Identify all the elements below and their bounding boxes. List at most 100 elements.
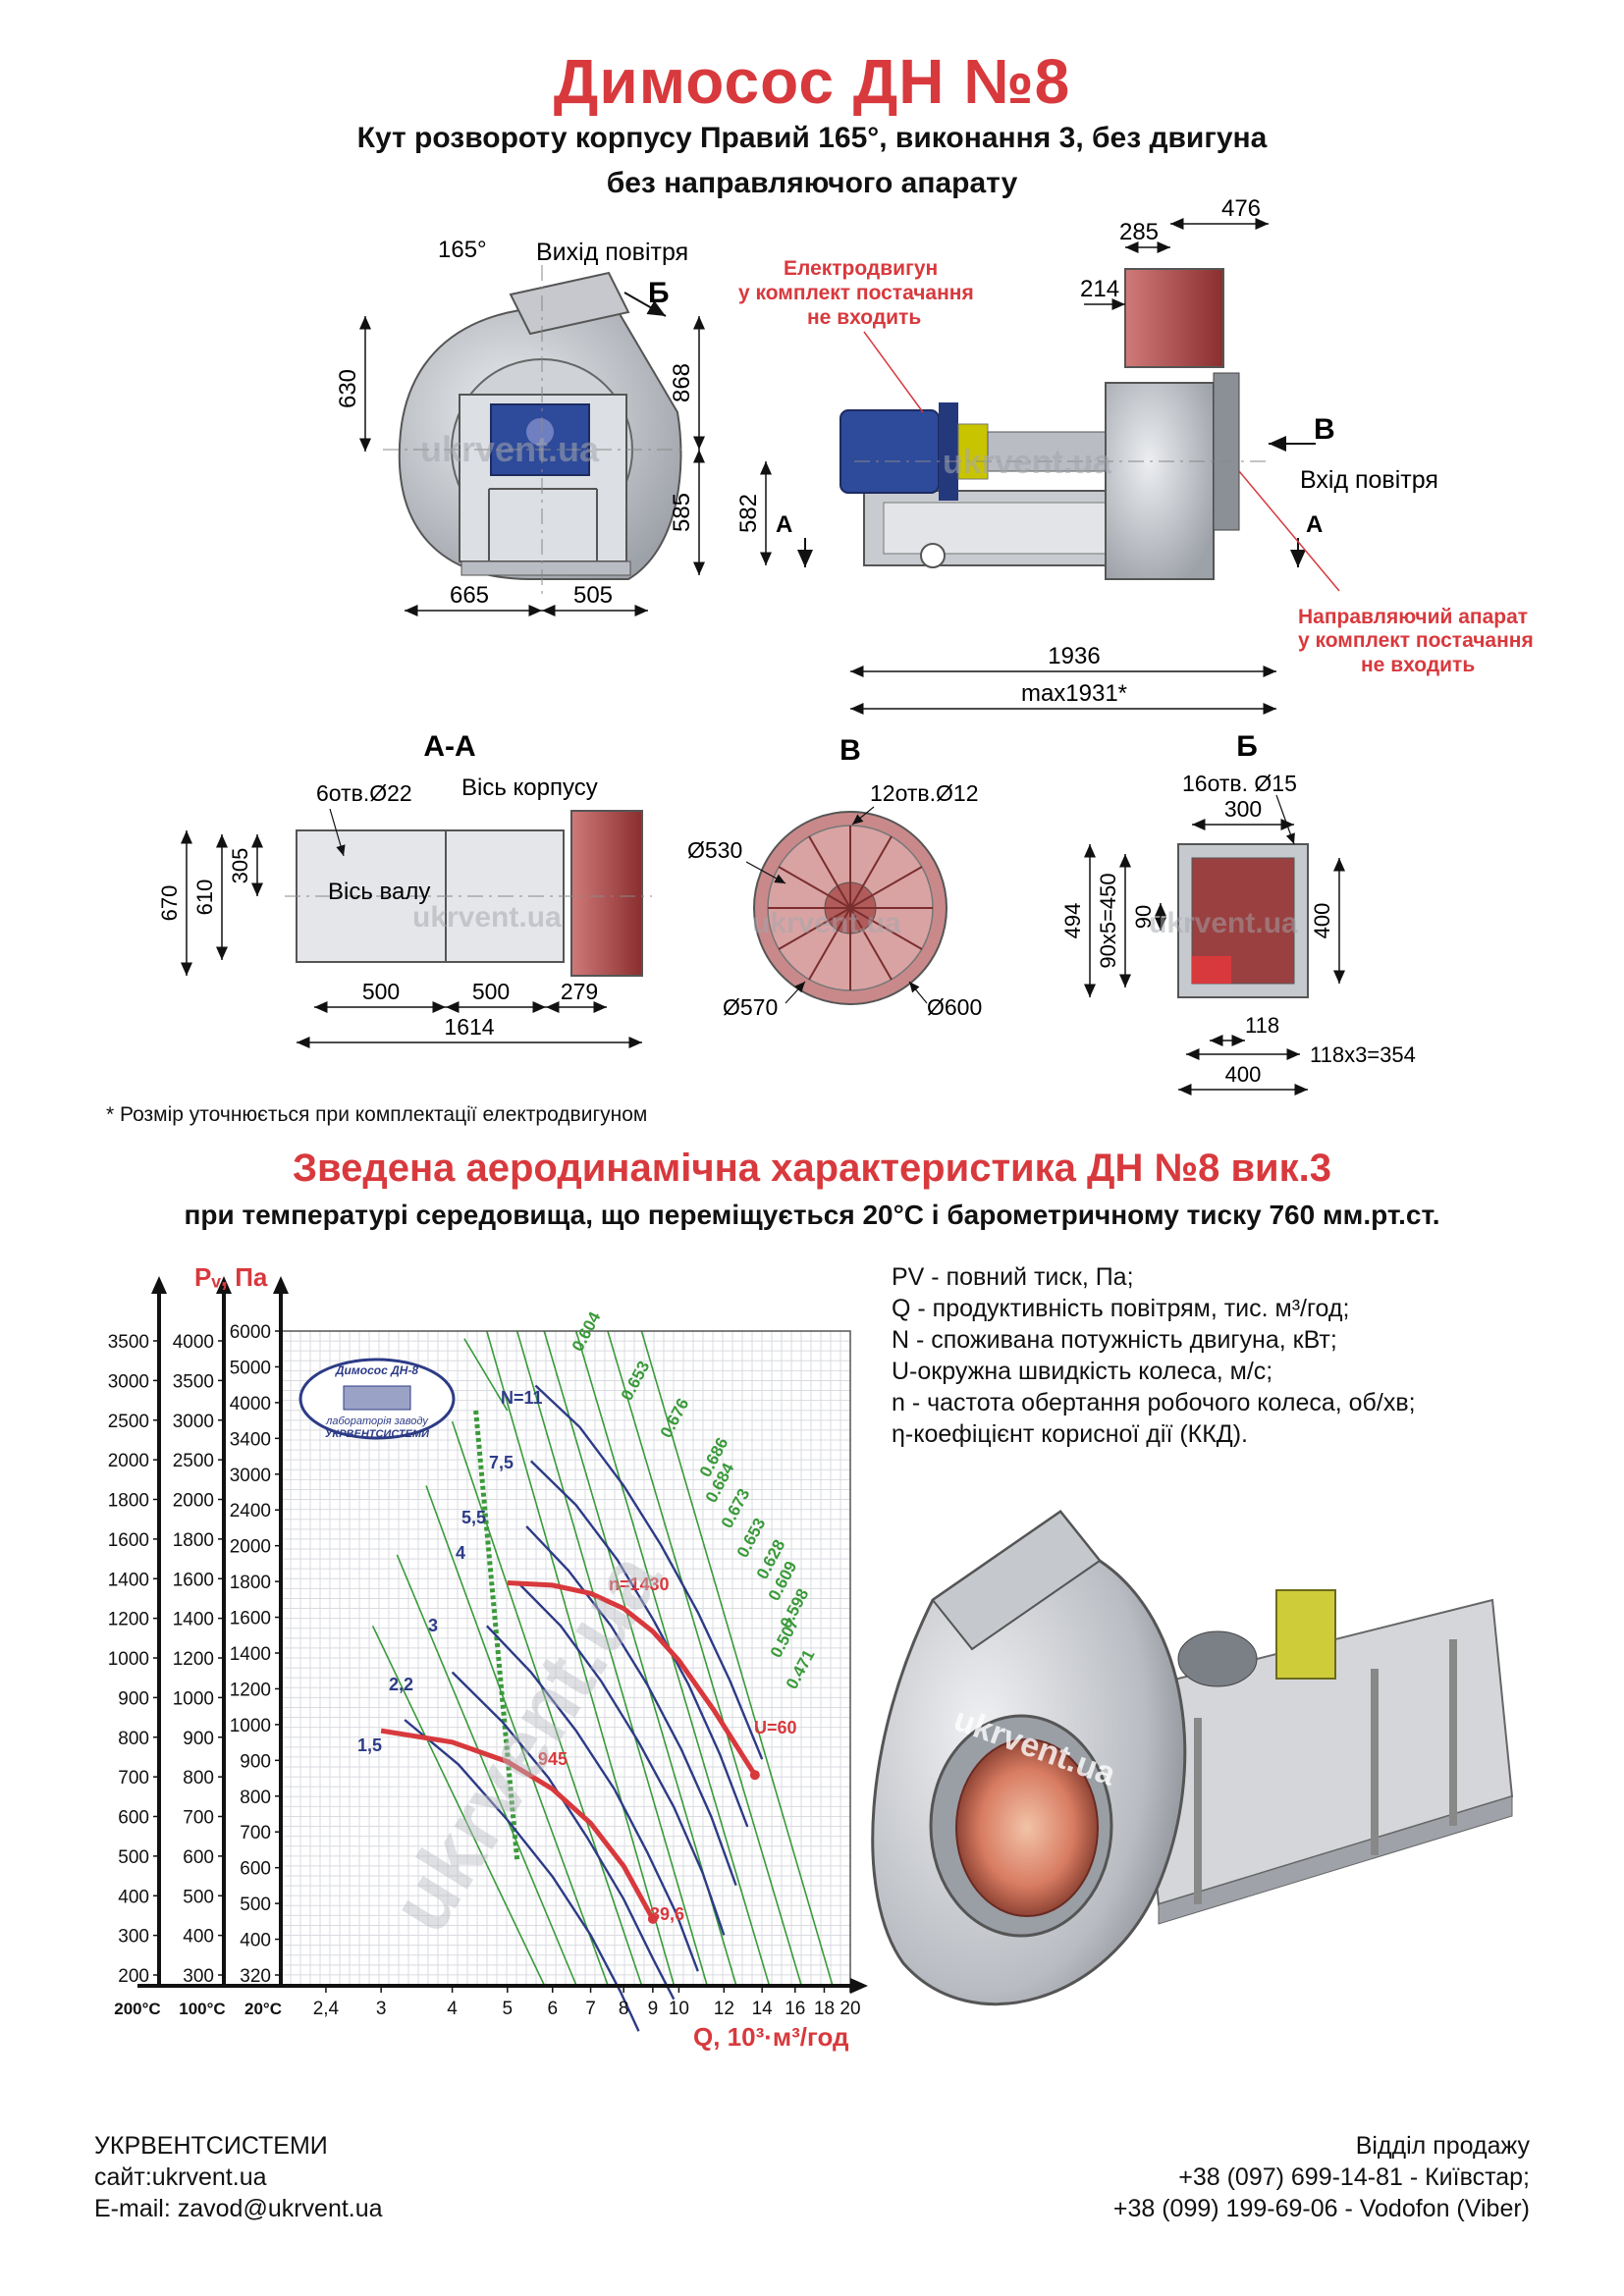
technical-drawings: 165° Вихід повітря Б 630 868 585 665 505…	[157, 195, 1534, 1095]
power-label: 1,5	[357, 1735, 382, 1755]
y-tick-label: 400	[240, 1931, 271, 1951]
y-tick-label: 300	[183, 1966, 214, 1987]
section2-subtitle: при температурі середовища, що переміщує…	[184, 1200, 1440, 1230]
mark-v: В	[1314, 413, 1335, 446]
y-tick-label: 900	[183, 1729, 214, 1749]
speed-curve	[507, 1580, 758, 1777]
sales-phone-2[interactable]: +38 (099) 199-69-06 - Vodofon (Viber)	[1112, 2195, 1530, 2222]
x-tick-label: 18	[814, 1999, 835, 2019]
section-mark-b: Б	[648, 277, 670, 309]
legend-q: Q - продуктивність повітрям, тис. м³/год…	[892, 1295, 1350, 1322]
y-tick-label: 2000	[230, 1537, 271, 1558]
y-tick-label: 800	[240, 1788, 271, 1808]
power-curve	[525, 1525, 737, 1887]
x-tick-label: 3	[376, 1999, 387, 2019]
y-tick-label: 1200	[108, 1610, 149, 1630]
speed-curve-end	[749, 1770, 760, 1781]
speed-curve	[380, 1728, 656, 1921]
footnote: * Розмір уточнюється при комплектації ел…	[106, 1103, 648, 1126]
v-d600: Ø600	[927, 994, 982, 1020]
v-watermark: ukrvent.ua	[752, 907, 901, 939]
power-label: 7,5	[489, 1453, 514, 1472]
dim-868: 868	[669, 363, 695, 402]
y-tick-label: 3400	[230, 1429, 271, 1450]
y-tick-label: 2500	[173, 1451, 214, 1471]
y-tick-label: 6000	[230, 1322, 271, 1343]
v-holes: 12отв.Ø12	[870, 780, 979, 806]
dim-582: 582	[735, 494, 762, 533]
b-holes: 16отв. Ø15	[1182, 771, 1297, 796]
y-tick-label: 300	[118, 1927, 149, 1948]
aa-dim-610: 610	[192, 880, 217, 916]
front-view: 165° Вихід повітря Б 630 868 585 665 505…	[335, 237, 705, 616]
v-d570: Ø570	[723, 994, 778, 1020]
sales-title: Відділ продажу	[1355, 2132, 1530, 2160]
section-aa-title: А-А	[423, 730, 475, 763]
y-tick-label: 1200	[173, 1649, 214, 1670]
y-tick-label: 700	[240, 1823, 271, 1843]
y-tick-label: 700	[183, 1808, 214, 1829]
x-tick-label: 6	[547, 1999, 558, 2019]
mark-a-right: А	[1306, 511, 1323, 538]
y-tick-label: 1400	[173, 1610, 214, 1630]
y-tick-label: 800	[118, 1729, 149, 1749]
guide-note-3: не входить	[1361, 654, 1475, 676]
efficiency-line	[425, 1485, 609, 1986]
chart-axes: 3500300025002000180016001400120010009008…	[108, 1276, 868, 2019]
aa-watermark: ukrvent.ua	[412, 901, 562, 934]
aa-shaft-axis: Вісь валу	[328, 879, 430, 905]
section-v-title: В	[839, 734, 861, 767]
y-tick-label: 1600	[230, 1609, 271, 1629]
y-tick-label: 5000	[230, 1358, 271, 1378]
power-curve	[404, 1719, 640, 2032]
power-curve	[451, 1671, 676, 2001]
company-email[interactable]: E-mail: zavod@ukrvent.ua	[94, 2195, 383, 2222]
y-tick-label: 1000	[230, 1716, 271, 1736]
legend-eta: η-коефіцієнт корисної дії (ККД).	[892, 1420, 1248, 1448]
efficiency-line	[574, 1330, 771, 1986]
dim-476: 476	[1221, 195, 1261, 222]
power-curve	[485, 1625, 699, 1972]
x-tick-label: 4	[447, 1999, 458, 2019]
power-label: N=11	[501, 1388, 543, 1408]
page-subtitle-line2: без направляючого апарату	[606, 167, 1018, 199]
legend-n-power: N - споживана потужність двигуна, кВт;	[892, 1326, 1337, 1354]
front-angle-label: 165°	[438, 237, 487, 263]
aa-dim-279: 279	[561, 979, 598, 1004]
legend-u: U-окружна швидкість колеса, м/с;	[892, 1358, 1273, 1385]
b-dim-400h: 400	[1225, 1062, 1262, 1087]
aa-dim-500b: 500	[472, 979, 510, 1004]
y-tick-label: 3500	[173, 1371, 214, 1392]
x-tick-label: 16	[785, 1999, 805, 2019]
render-impeller	[955, 1738, 1099, 1917]
page-subtitle-line1: Кут розвороту корпусу Правий 165°, викон…	[356, 122, 1268, 154]
b-watermark: ukrvent.ua	[1149, 907, 1298, 939]
y-axis-arrow	[151, 1276, 167, 1294]
section-aa: А-А 6отв.Ø22 Вісь корпусу Вісь валу 670 …	[157, 730, 652, 1048]
y-tick-label: 2400	[230, 1501, 271, 1522]
render-bearing	[1177, 1630, 1258, 1687]
sales-phone-1[interactable]: +38 (097) 699-14-81 - Київстар;	[1178, 2163, 1530, 2191]
y-tick-label: 3500	[108, 1332, 149, 1353]
x-tick-label: 14	[752, 1999, 774, 2019]
x-axis-arrow	[850, 1978, 868, 1994]
y-tick-label: 500	[118, 1847, 149, 1868]
aa-housing-axis: Вісь корпусу	[461, 774, 598, 801]
test-stamp: Димосос ДН-8 лабораторія заводу УКРВЕНТС…	[298, 1358, 456, 1440]
y-tick-label: 700	[118, 1768, 149, 1789]
x-tick-label: 5	[503, 1999, 514, 2019]
y-tick-label: 4000	[230, 1394, 271, 1415]
y-tick-label: 400	[118, 1887, 149, 1907]
front-watermark: ukrvent.ua	[420, 429, 600, 469]
legend-pv: PV - повний тиск, Па;	[892, 1263, 1134, 1291]
y-tick-label: 500	[240, 1895, 271, 1915]
inlet-label: Вхід повітря	[1300, 466, 1438, 494]
render-outlet	[931, 1510, 1102, 1651]
y-tick-label: 1000	[173, 1688, 214, 1709]
x-temp-label: 20°С	[244, 2000, 282, 2018]
power-label: 4	[456, 1543, 465, 1563]
y-tick-label: 1200	[230, 1680, 271, 1700]
company-site[interactable]: сайт:ukrvent.ua	[94, 2163, 267, 2191]
b-dim-90x5: 90x5=450	[1096, 873, 1120, 968]
y-tick-label: 2000	[108, 1451, 149, 1471]
